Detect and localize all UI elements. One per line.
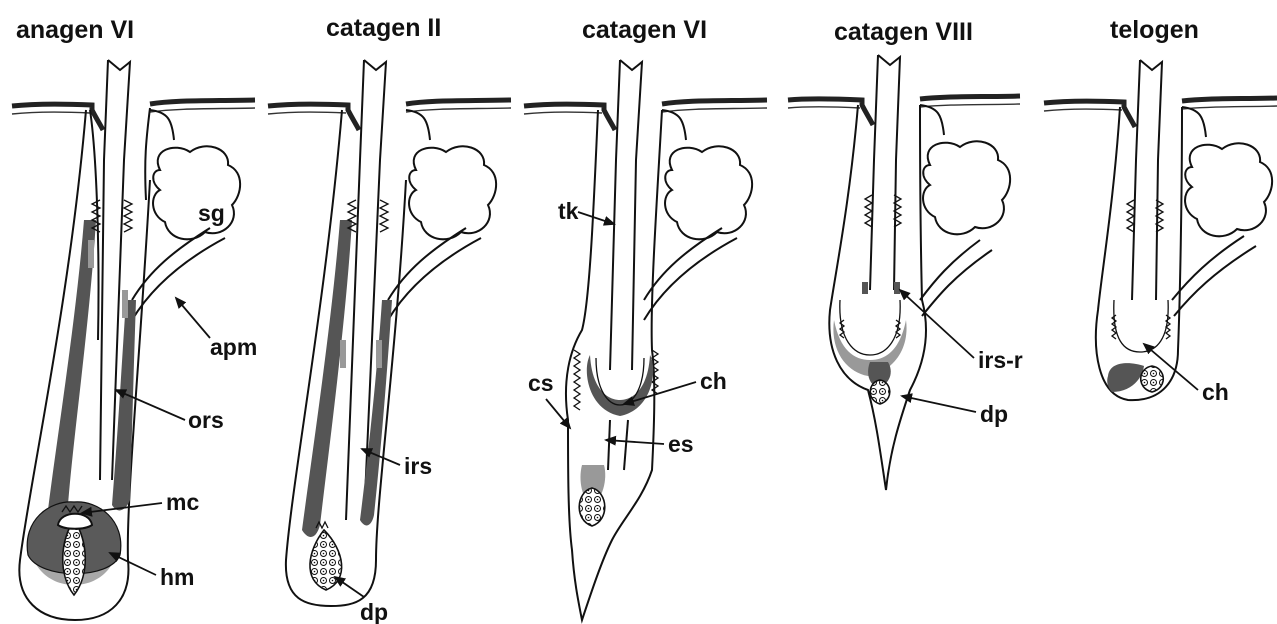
panel-catagen-vi bbox=[524, 60, 767, 620]
label-es: es bbox=[668, 431, 694, 457]
arrow-dp-catagen-viii bbox=[902, 396, 976, 412]
label-ors: ors bbox=[188, 407, 224, 433]
label-irs-r: irs-r bbox=[978, 347, 1023, 373]
label-dp-catagen-viii: dp bbox=[980, 401, 1008, 427]
label-sg: sg bbox=[198, 200, 225, 226]
arrow-hm bbox=[110, 553, 156, 575]
panel-catagen-ii bbox=[268, 60, 511, 606]
arrow-tk bbox=[578, 212, 614, 224]
title-catagen-vi: catagen VI bbox=[582, 16, 707, 44]
label-mc: mc bbox=[166, 489, 199, 515]
title-anagen-vi: anagen VI bbox=[16, 16, 134, 44]
label-cs: cs bbox=[528, 370, 554, 396]
label-apm: apm bbox=[210, 334, 257, 360]
title-catagen-viii: catagen VIII bbox=[834, 18, 973, 46]
arrow-ch-catagen-vi bbox=[624, 382, 696, 404]
arrow-dp-catagen-ii bbox=[335, 577, 364, 597]
label-ch-telogen: ch bbox=[1202, 379, 1229, 405]
title-catagen-ii: catagen II bbox=[326, 14, 441, 42]
label-irs: irs bbox=[404, 453, 432, 479]
arrow-es bbox=[606, 440, 664, 444]
title-telogen: telogen bbox=[1110, 16, 1199, 44]
arrow-apm bbox=[176, 298, 210, 338]
label-ch-catagen-vi: ch bbox=[700, 368, 727, 394]
label-hm: hm bbox=[160, 564, 195, 590]
panel-telogen bbox=[1044, 60, 1277, 400]
label-dp-catagen-ii: dp bbox=[360, 599, 388, 624]
label-tk: tk bbox=[558, 198, 579, 224]
arrow-irs-r bbox=[900, 290, 974, 358]
